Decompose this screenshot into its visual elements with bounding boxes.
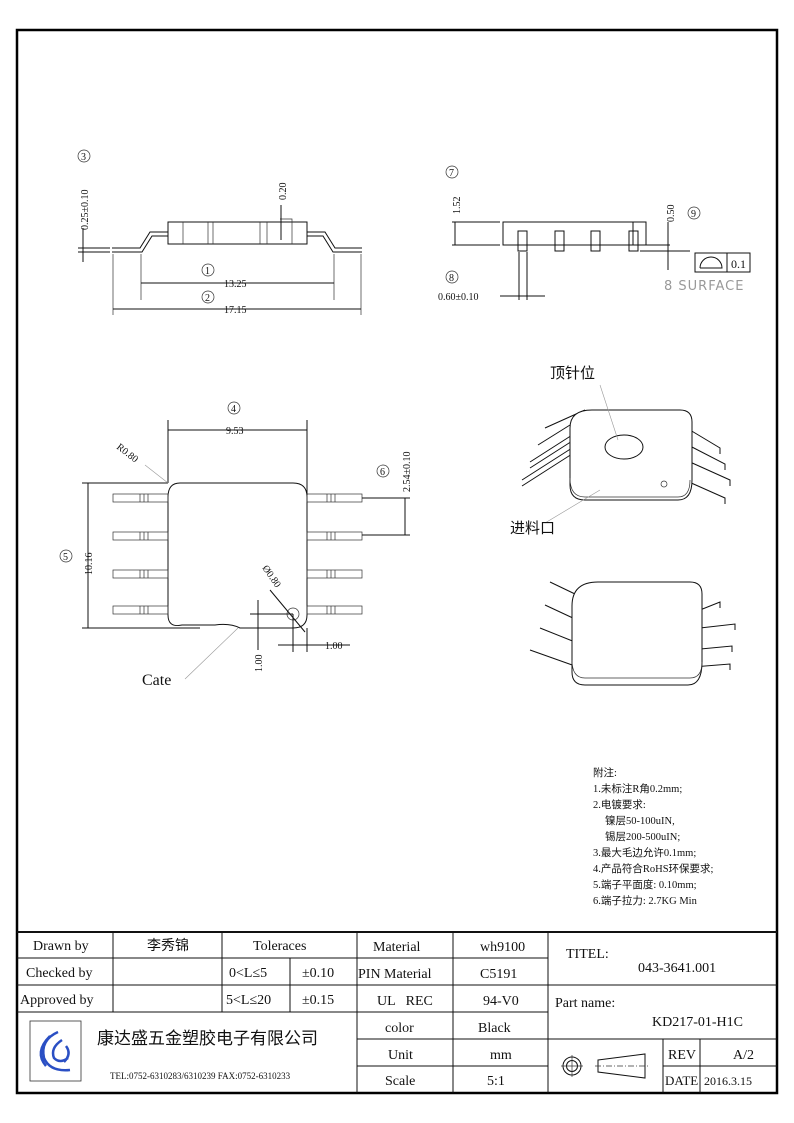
ejector-label: 顶针位 [550, 365, 595, 382]
hole-label: Ø0.80 [260, 563, 283, 590]
date-value: 2016.3.15 [704, 1074, 752, 1088]
material-value: wh9100 [480, 940, 525, 955]
callout-9: 9 [691, 209, 696, 220]
approved-by-label: Approved by [20, 993, 94, 1008]
tolerances-label: Toleraces [253, 939, 306, 954]
dim-hole-y: 1.00 [254, 655, 265, 673]
end-view: 1.52 0.50 0.60±0.10 7 8 9 0.1 8 SURFACE [438, 165, 751, 303]
callout-2: 2 [205, 293, 210, 304]
callout-7: 7 [449, 168, 454, 179]
material-label: Material [373, 940, 421, 955]
ul-value: 94-V0 [483, 994, 519, 1009]
unit-value: mm [490, 1048, 512, 1063]
rev-value: A/2 [733, 1048, 754, 1063]
title-label: TITEL: [566, 947, 609, 962]
gate-label-cn: 进料口 [510, 520, 555, 537]
scale-value: 5:1 [487, 1074, 505, 1089]
isometric-view-bottom [529, 581, 736, 686]
note-item: 5.端子平面度: 0.10mm; [593, 878, 697, 891]
flatness-frame: 0.1 8 SURFACE [664, 252, 751, 294]
note-item: 镍层50-100uIN, [605, 814, 675, 827]
checked-by-label: Checked by [26, 966, 92, 981]
note-item: 2.电镀要求: [593, 798, 646, 811]
drawn-by-value: 李秀锦 [147, 937, 189, 954]
part-name-label: Part name: [555, 996, 615, 1011]
note-item: 4.产品符合RoHS环保要求; [593, 862, 714, 875]
dim-2: 17.15 [224, 305, 247, 316]
color-value: Black [478, 1021, 511, 1036]
dim-9: 0.50 [666, 205, 677, 223]
side-view: 13.25 17.15 1 2 3 0.25±0.10 0.20 [77, 149, 362, 316]
company-logo [29, 1020, 82, 1082]
dim-5: 10.16 [84, 553, 95, 576]
sheet-border [15, 28, 779, 1095]
callout-1: 1 [205, 266, 210, 277]
drawing-title: 043-3641.001 [638, 961, 716, 976]
part-name-value: KD217-01-H1C [652, 1015, 743, 1030]
dim-8: 0.60±0.10 [438, 292, 479, 303]
dim-7: 1.52 [452, 197, 463, 215]
pin-material-label: PIN Material [358, 967, 432, 982]
dim-3: 0.25±0.10 [80, 190, 91, 231]
callout-6: 6 [380, 467, 385, 478]
note-item: 6.端子拉力: 2.7KG Min [593, 894, 698, 907]
note-item: 1.未标注R角0.2mm; [593, 782, 682, 795]
dim-1: 13.25 [224, 279, 247, 290]
tol1-range: 0<L≤5 [229, 966, 267, 981]
note-item: 锡层200-500uIN; [605, 830, 680, 843]
note-item: 3.最大毛边允许0.1mm; [593, 846, 696, 859]
callout-3: 3 [81, 152, 86, 163]
notes: 附注: 1.未标注R角0.2mm; 2.电镀要求: 镍层50-100uIN, 锡… [593, 766, 714, 907]
gate-label: Cate [142, 672, 171, 689]
title-block: Drawn by 李秀锦 Toleraces Checked by 0<L≤5 … [17, 931, 777, 1093]
dim-hole-x: 1.00 [325, 641, 343, 652]
tol2-value: ±0.15 [302, 993, 334, 1008]
date-label: DATE [665, 1073, 698, 1088]
callout-5: 5 [63, 552, 68, 563]
projection-symbol-icon [561, 1053, 648, 1079]
flatness-value: 0.1 [731, 257, 746, 271]
callout-8: 8 [449, 273, 454, 284]
rev-label: REV [668, 1048, 696, 1063]
dim-6: 2.54±0.10 [402, 452, 413, 493]
top-view: 9.53 4 10.16 5 2.54±0.10 6 R0.80 Ø0.80 1… [59, 401, 413, 689]
scale-label: Scale [385, 1074, 415, 1089]
notes-title: 附注: [593, 766, 617, 779]
radius-label: R0.80 [114, 442, 140, 466]
drawn-by-label: Drawn by [33, 939, 89, 954]
color-label: color [385, 1021, 414, 1036]
flatness-note: 8 SURFACE [664, 279, 744, 294]
callout-4: 4 [231, 404, 236, 415]
ul-label: UL REC [377, 994, 433, 1009]
unit-label: Unit [388, 1048, 413, 1063]
pin-material-value: C5191 [480, 967, 517, 982]
company-contact: TEL:0752-6310283/6310239 FAX:0752-631023… [110, 1071, 291, 1081]
dim-pin-step: 0.20 [278, 183, 289, 201]
company-name: 康达盛五金塑胶电子有限公司 [97, 1029, 318, 1048]
isometric-view-top: 顶针位 进料口 [510, 365, 731, 537]
dim-4: 9.53 [226, 426, 244, 437]
tol1-value: ±0.10 [302, 966, 334, 981]
tol2-range: 5<L≤20 [226, 993, 271, 1008]
